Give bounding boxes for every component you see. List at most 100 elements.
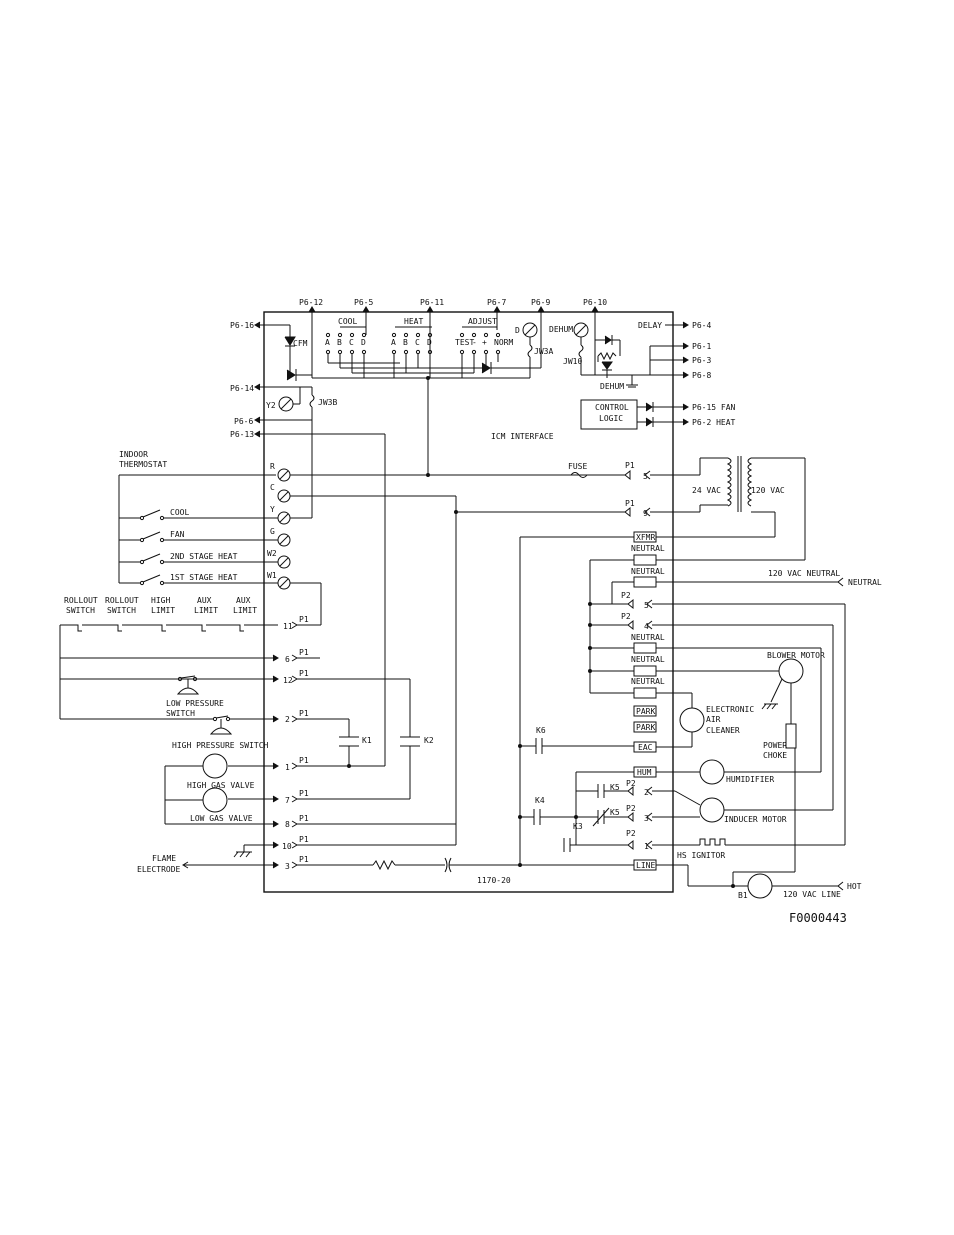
switch-2nd-stage-heat: 2ND STAGE HEAT (170, 552, 238, 561)
svg-text:P2: P2 (626, 779, 636, 788)
svg-text:A: A (391, 338, 396, 347)
svg-text:SWITCH: SWITCH (166, 709, 195, 718)
control-board-outline (263, 311, 674, 893)
svg-text:120 VAC LINE: 120 VAC LINE (783, 890, 841, 899)
svg-text:P6-4: P6-4 (692, 321, 711, 330)
right-pins: DELAY P6-4 P6-1 P6-3 P6-8 CONTROL LOGIC … (580, 321, 736, 430)
loads: ELECTRONIC AIR CLEANER HUMIDIFIER INDUCE… (679, 651, 833, 824)
svg-text:P1: P1 (299, 756, 309, 765)
svg-text:B1: B1 (738, 891, 748, 900)
svg-text:P2: P2 (621, 591, 631, 600)
svg-text:ROLLOUT: ROLLOUT (64, 596, 98, 605)
cfm-label: CFM (293, 339, 308, 348)
svg-text:B: B (337, 338, 342, 347)
relay-coils: K1 K2 (339, 736, 434, 747)
jw10-label: JW10 (563, 357, 582, 366)
pin-label: P6-11 (420, 298, 444, 307)
svg-text:K4: K4 (535, 796, 545, 805)
air-cleaner-motor (679, 707, 705, 733)
svg-text:120 VAC NEUTRAL: 120 VAC NEUTRAL (768, 569, 840, 578)
pin-label: P6-12 (299, 298, 323, 307)
svg-text:+: + (482, 338, 487, 347)
svg-text:FLAME: FLAME (152, 854, 176, 863)
terminal-w1: W1 (267, 571, 277, 580)
jw3b-label: JW3B (318, 398, 337, 407)
limit-switch-chain: ROLLOUT SWITCH ROLLOUT SWITCH HIGH LIMIT… (59, 596, 278, 719)
svg-text:LOW GAS VALVE: LOW GAS VALVE (190, 814, 253, 823)
svg-text:THERMOSTAT: THERMOSTAT (119, 460, 167, 469)
svg-text:5: 5 (643, 472, 648, 481)
svg-text:P1: P1 (299, 648, 309, 657)
fuse-label: FUSE (568, 462, 587, 471)
svg-text:INDOOR: INDOOR (119, 450, 148, 459)
control-logic-box (580, 399, 638, 430)
svg-text:PARK: PARK (636, 723, 655, 732)
svg-text:CLEANER: CLEANER (706, 726, 740, 735)
svg-text:ELECTRODE: ELECTRODE (137, 865, 181, 874)
svg-text:D: D (361, 338, 366, 347)
transformer-section: FUSE P1 5 P1 9 24 VAC 120 VAC (454, 456, 806, 560)
svg-text:P1: P1 (299, 709, 309, 718)
svg-text:POWER: POWER (763, 741, 787, 750)
svg-text:P6-13: P6-13 (230, 430, 254, 439)
svg-text:8: 8 (285, 820, 290, 829)
pressure-switches: LOW PRESSURE SWITCH HIGH PRESSURE SWITCH (166, 675, 269, 750)
svg-text:C: C (415, 338, 420, 347)
switch-fan: FAN (170, 530, 185, 539)
svg-text:K5: K5 (610, 783, 620, 792)
svg-text:DEHUM: DEHUM (549, 325, 573, 334)
dehum-circuit: DEHUM JW10 DEHUM (549, 322, 650, 391)
inducer-motor (699, 797, 725, 823)
humidifier (699, 759, 725, 785)
svg-text:7: 7 (285, 796, 290, 805)
svg-text:3: 3 (285, 862, 290, 871)
svg-text:3: 3 (644, 814, 649, 823)
dip-group-adjust: ADJUST (468, 317, 497, 326)
svg-text:ELECTRONIC: ELECTRONIC (706, 705, 754, 714)
svg-text:HIGH PRESSURE SWITCH: HIGH PRESSURE SWITCH (172, 741, 269, 750)
svg-text:LIMIT: LIMIT (194, 606, 218, 615)
svg-text:5: 5 (644, 601, 649, 610)
switch-1st-stage-heat: 1ST STAGE HEAT (170, 573, 238, 582)
pin-label: P6-7 (487, 298, 506, 307)
svg-text:1: 1 (644, 842, 649, 851)
svg-text:AUX: AUX (197, 596, 212, 605)
terminal-y: Y (270, 505, 275, 514)
svg-text:HUMIDIFIER: HUMIDIFIER (726, 775, 774, 784)
terminal-c: C (270, 483, 275, 492)
svg-text:11: 11 (283, 622, 293, 631)
svg-text:HIGH GAS VALVE: HIGH GAS VALVE (187, 781, 255, 790)
svg-text:P6-14: P6-14 (230, 384, 254, 393)
svg-text:DEHUM: DEHUM (600, 382, 624, 391)
svg-text:LOGIC: LOGIC (599, 414, 623, 423)
svg-text:LINE: LINE (636, 861, 655, 870)
svg-text:P2: P2 (626, 804, 636, 813)
svg-text:P6-2 HEAT: P6-2 HEAT (692, 418, 736, 427)
svg-text:P1: P1 (299, 835, 309, 844)
svg-text:1: 1 (285, 763, 290, 772)
svg-text:P1: P1 (299, 855, 309, 864)
svg-text:LOW PRESSURE: LOW PRESSURE (166, 699, 224, 708)
gas-valves: HIGH GAS VALVE LOW GAS VALVE (164, 753, 255, 824)
terminal-r: R (270, 462, 275, 471)
svg-text:-: - (472, 338, 477, 347)
svg-text:120 VAC: 120 VAC (751, 486, 785, 495)
svg-text:NORM: NORM (494, 338, 513, 347)
svg-text:2: 2 (644, 788, 649, 797)
svg-text:C: C (349, 338, 354, 347)
part-number: 1170-20 (477, 876, 511, 885)
svg-text:XFMR: XFMR (636, 533, 655, 542)
svg-text:CHOKE: CHOKE (763, 751, 787, 760)
dip-group-cool: COOL (338, 317, 357, 326)
svg-text:PARK: PARK (636, 707, 655, 716)
svg-text:P6-16: P6-16 (230, 321, 254, 330)
svg-text:10: 10 (282, 842, 292, 851)
svg-text:P1: P1 (299, 789, 309, 798)
terminal-g: G (270, 527, 275, 536)
svg-text:EAC: EAC (638, 743, 653, 752)
svg-text:D: D (515, 326, 520, 335)
svg-text:24 VAC: 24 VAC (692, 486, 721, 495)
svg-text:6: 6 (285, 655, 290, 664)
svg-text:P6-8: P6-8 (692, 371, 711, 380)
